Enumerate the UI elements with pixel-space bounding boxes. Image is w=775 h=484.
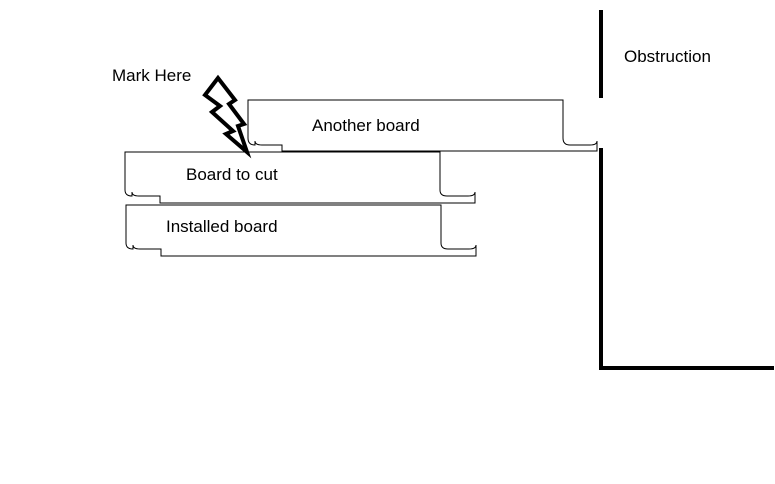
board-to-cut-label: Board to cut [186, 165, 278, 184]
mark-here-label: Mark Here [112, 66, 192, 85]
installed-board [125, 204, 477, 257]
board-to-cut [124, 151, 476, 204]
another-board-label: Another board [312, 116, 420, 135]
mark-lightning-icon [202, 74, 252, 159]
obstruction-wall [599, 10, 774, 370]
obstruction-label: Obstruction [624, 47, 711, 66]
another-board [247, 99, 598, 152]
installed-board-label: Installed board [166, 217, 278, 236]
